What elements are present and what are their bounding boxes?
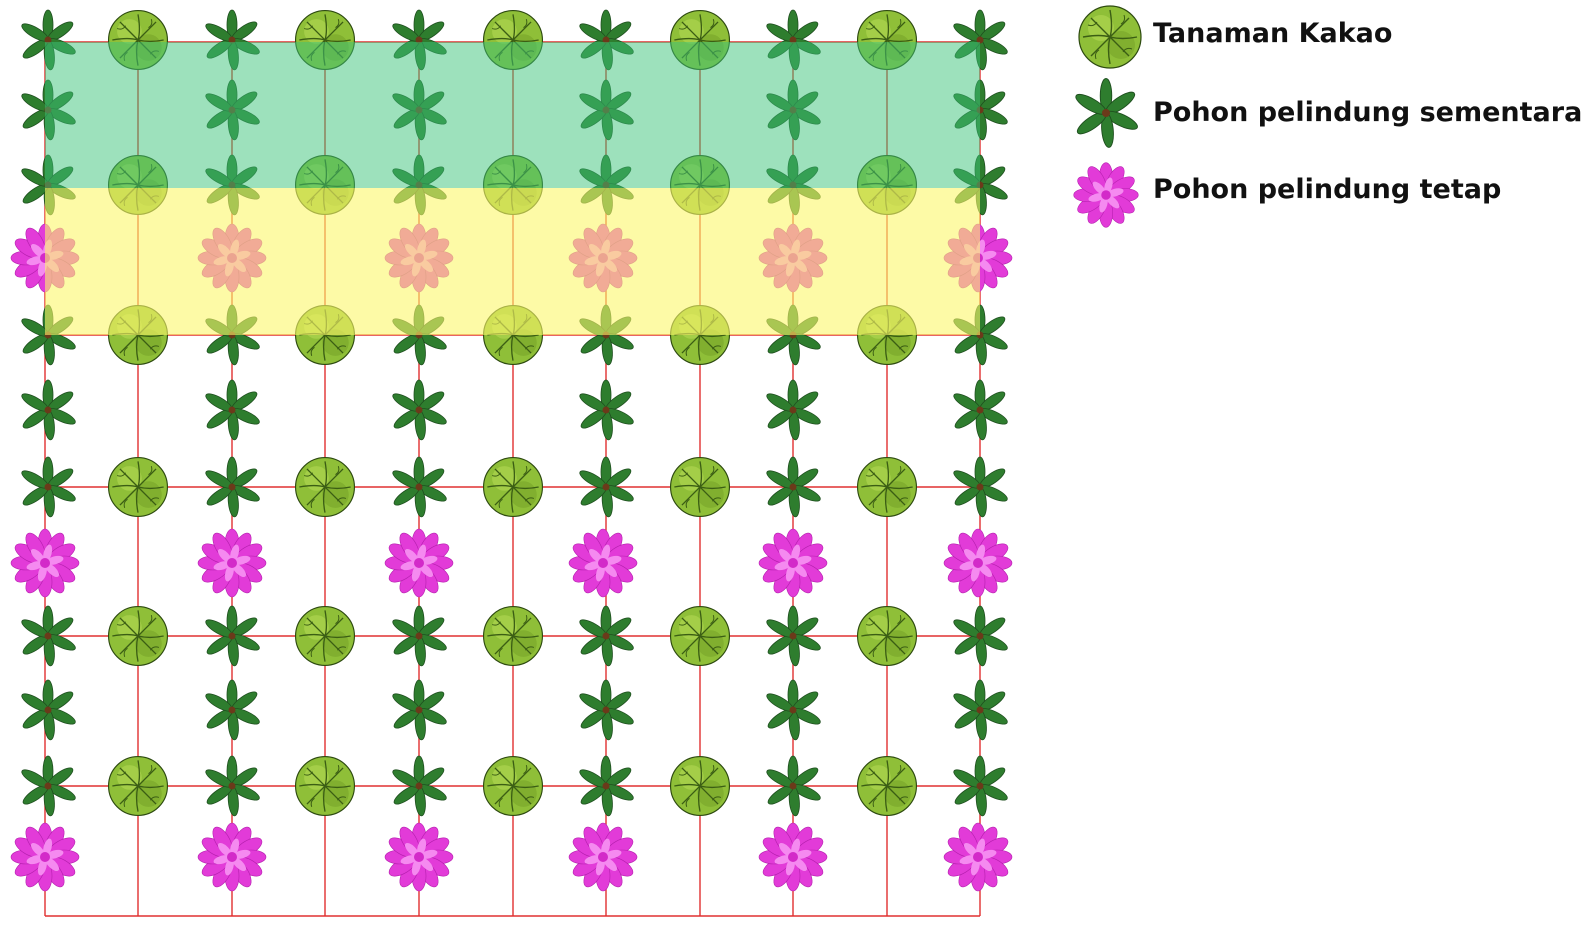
permanent-shade-tree-icon: [943, 528, 1013, 598]
cacao-tree-icon: [294, 755, 356, 817]
temporary-shade-tree-icon: [577, 379, 636, 441]
legend-cacao-label: Tanaman Kakao: [1153, 18, 1393, 49]
cacao-tree-icon: [482, 755, 544, 817]
cacao-tree-icon: [856, 456, 918, 518]
cacao-tree-icon: [482, 456, 544, 518]
permanent-shade-tree-icon: [10, 528, 80, 598]
permanent-shade-tree-icon: [758, 822, 828, 892]
cacao-tree-icon: [294, 456, 356, 518]
legend-permanent-shade-icon: [1073, 162, 1139, 228]
highlight-bands: [45, 42, 980, 335]
temporary-shade-tree-icon: [203, 679, 262, 741]
temporary-shade-tree-icon: [390, 679, 449, 741]
permanent-shade-tree-icon: [197, 528, 267, 598]
temporary-shade-tree-icon: [764, 379, 823, 441]
temporary-shade-tree-icon: [951, 379, 1010, 441]
green-highlight-band: [45, 42, 980, 188]
permanent-shade-tree-icon: [568, 822, 638, 892]
cacao-tree-icon: [856, 755, 918, 817]
legend-permanent-shade-label: Pohon pelindung tetap: [1153, 174, 1502, 205]
cacao-tree-icon: [856, 605, 918, 667]
cacao-tree-icon: [107, 755, 169, 817]
cacao-tree-icon: [669, 605, 731, 667]
temporary-shade-tree-icon: [577, 679, 636, 741]
temporary-shade-tree-icon: [951, 679, 1010, 741]
legend-temporary-shade-label: Pohon pelindung sementara: [1153, 97, 1583, 128]
cacao-tree-icon: [107, 456, 169, 518]
cacao-tree-icon: [294, 605, 356, 667]
temporary-shade-tree-icon: [19, 679, 78, 741]
cacao-tree-icon: [107, 605, 169, 667]
cacao-tree-icon: [482, 605, 544, 667]
permanent-shade-tree-icon: [384, 822, 454, 892]
temporary-shade-tree-icon: [390, 379, 449, 441]
permanent-shade-tree-icon: [10, 822, 80, 892]
permanent-shade-tree-icon: [197, 822, 267, 892]
cacao-tree-icon: [669, 456, 731, 518]
temporary-shade-tree-icon: [19, 379, 78, 441]
legend-temporary-shade-icon: [1072, 77, 1141, 149]
permanent-shade-tree-icon: [384, 528, 454, 598]
permanent-shade-tree-icon: [568, 528, 638, 598]
cacao-tree-icon: [669, 755, 731, 817]
temporary-shade-tree-icon: [764, 679, 823, 741]
temporary-shade-tree-icon: [203, 379, 262, 441]
permanent-shade-tree-icon: [943, 822, 1013, 892]
legend-cacao-icon: [1078, 5, 1142, 69]
yellow-highlight-band: [45, 188, 980, 335]
permanent-shade-tree-icon: [758, 528, 828, 598]
